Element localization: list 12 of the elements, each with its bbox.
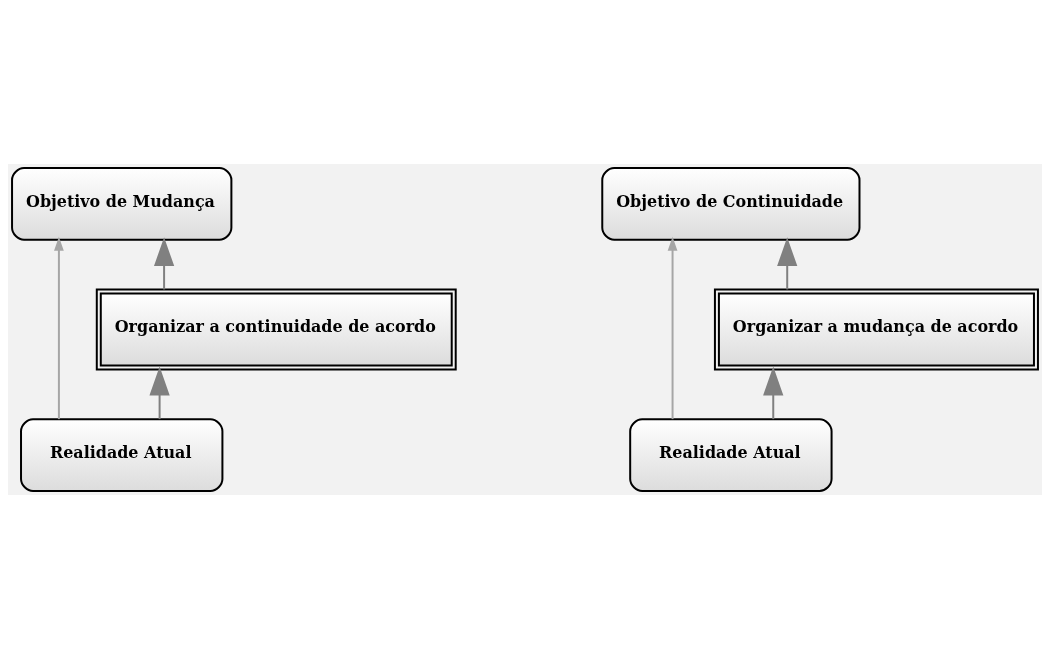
arrow bbox=[667, 236, 678, 420]
node-box: Organizar a mudança de acordo bbox=[713, 288, 1039, 370]
node-box: Realidade Atual bbox=[629, 417, 833, 492]
arrow bbox=[777, 236, 798, 290]
node-box: Realidade Atual bbox=[20, 417, 224, 492]
arrow bbox=[153, 236, 175, 290]
node-box: Objetivo de Continuidade bbox=[601, 166, 861, 241]
arrow bbox=[763, 365, 784, 420]
node-box: Organizar a continuidade de acordo bbox=[95, 288, 457, 370]
node-box: Objetivo de Mudança bbox=[11, 166, 233, 241]
arrow bbox=[149, 365, 170, 420]
arrow bbox=[54, 236, 64, 420]
